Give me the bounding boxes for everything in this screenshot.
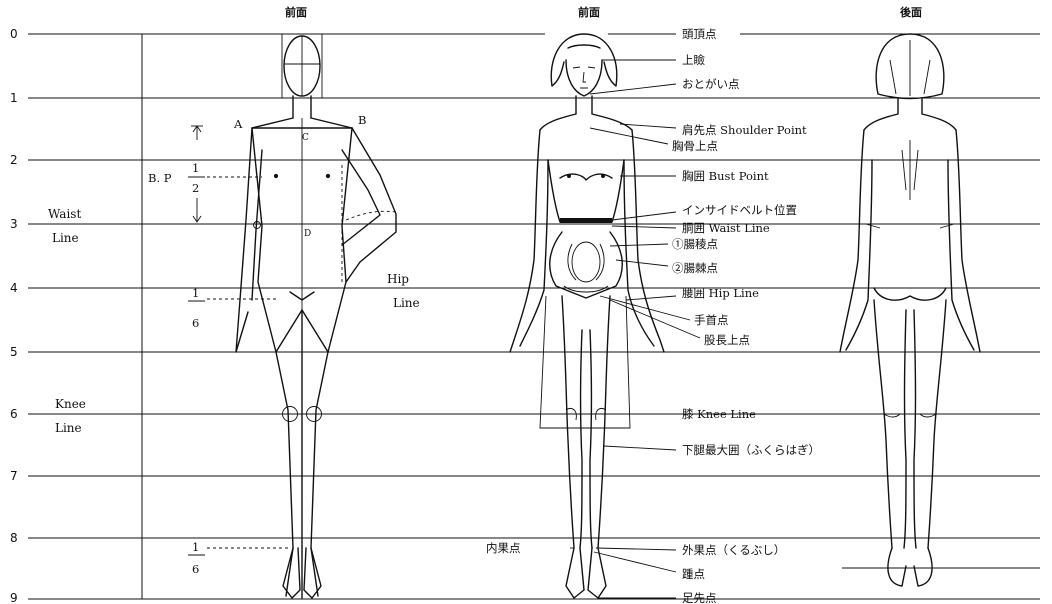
sixth-1-num: 1	[192, 286, 199, 300]
scale-5: 5	[10, 345, 18, 359]
landmark-13: 膝 Knee Line	[682, 407, 756, 421]
front-body-figure	[510, 34, 700, 598]
landmark-6: インサイドベルト位置	[682, 203, 797, 217]
landmark-14: 下腿最大囲（ふくらはぎ）	[682, 443, 820, 457]
landmark-3: 肩先点 Shoulder Point	[682, 123, 807, 137]
scale-6: 6	[10, 407, 18, 421]
sixth-2-num: 1	[192, 540, 199, 554]
knee-line-label: Line	[55, 421, 82, 435]
landmark-9: ②腸棘点	[672, 261, 718, 275]
landmark-15: 内果点	[486, 541, 521, 555]
proportion-figure: A B C D	[233, 34, 396, 598]
scale-2: 2	[10, 153, 18, 167]
landmark-0: 頭頂点	[682, 27, 717, 41]
point-a-label: A	[233, 117, 243, 131]
scale-0: 0	[10, 27, 18, 41]
sixth-2-den: 6	[192, 562, 199, 576]
point-d-label: D	[304, 229, 311, 239]
landmark-10: 腰囲 Hip Line	[682, 286, 759, 300]
point-c-label: C	[302, 133, 309, 143]
landmark-17: 踵点	[682, 567, 705, 581]
scale-3: 3	[10, 217, 18, 231]
landmark-7: 胴囲 Waist Line	[682, 221, 770, 235]
title-back: 後面	[900, 5, 922, 19]
landmark-4: 胸骨上点	[672, 139, 718, 153]
landmark-labels: 頭頂点 上瞼 おとがい点 肩先点 Shoulder Point 胸骨上点 胸囲 …	[486, 27, 820, 604]
landmark-extension-lines	[750, 414, 800, 599]
landmark-12: 股長上点	[704, 333, 750, 347]
scale-1: 1	[10, 91, 18, 105]
title-front-2: 前面	[578, 5, 600, 19]
scale-9: 9	[10, 591, 18, 604]
scale-7: 7	[10, 469, 18, 483]
landmark-2: おとがい点	[682, 77, 740, 91]
landmark-5: 胸囲 Bust Point	[682, 169, 769, 183]
hip-line-label: Line	[393, 296, 420, 310]
landmark-11: 手首点	[694, 313, 729, 327]
bp-label: B. P	[148, 171, 172, 185]
landmark-8: ①腸稜点	[672, 237, 718, 251]
landmark-1: 上瞼	[682, 53, 705, 67]
landmark-18: 足先点	[682, 591, 717, 604]
half-den: 2	[192, 181, 199, 195]
back-body-figure	[840, 34, 1040, 586]
title-front-1: 前面	[285, 5, 307, 19]
sixth-1-den: 6	[192, 316, 199, 330]
waist-line-label: Line	[52, 231, 79, 245]
scale-8: 8	[10, 531, 18, 545]
knee-label: Knee	[55, 397, 86, 411]
half-num: 1	[192, 161, 199, 175]
scale-4: 4	[10, 281, 18, 295]
scale-numbers: 0 1 2 3 4 5 6 7 8 9	[10, 27, 18, 604]
landmark-16: 外果点（くるぶし）	[682, 543, 785, 557]
proportion-annotations: B. P 1 2 1 6 1 6	[148, 126, 290, 576]
waist-label: Waist	[48, 207, 81, 221]
hip-label: Hip	[387, 272, 409, 286]
point-b-label: B	[358, 113, 366, 127]
